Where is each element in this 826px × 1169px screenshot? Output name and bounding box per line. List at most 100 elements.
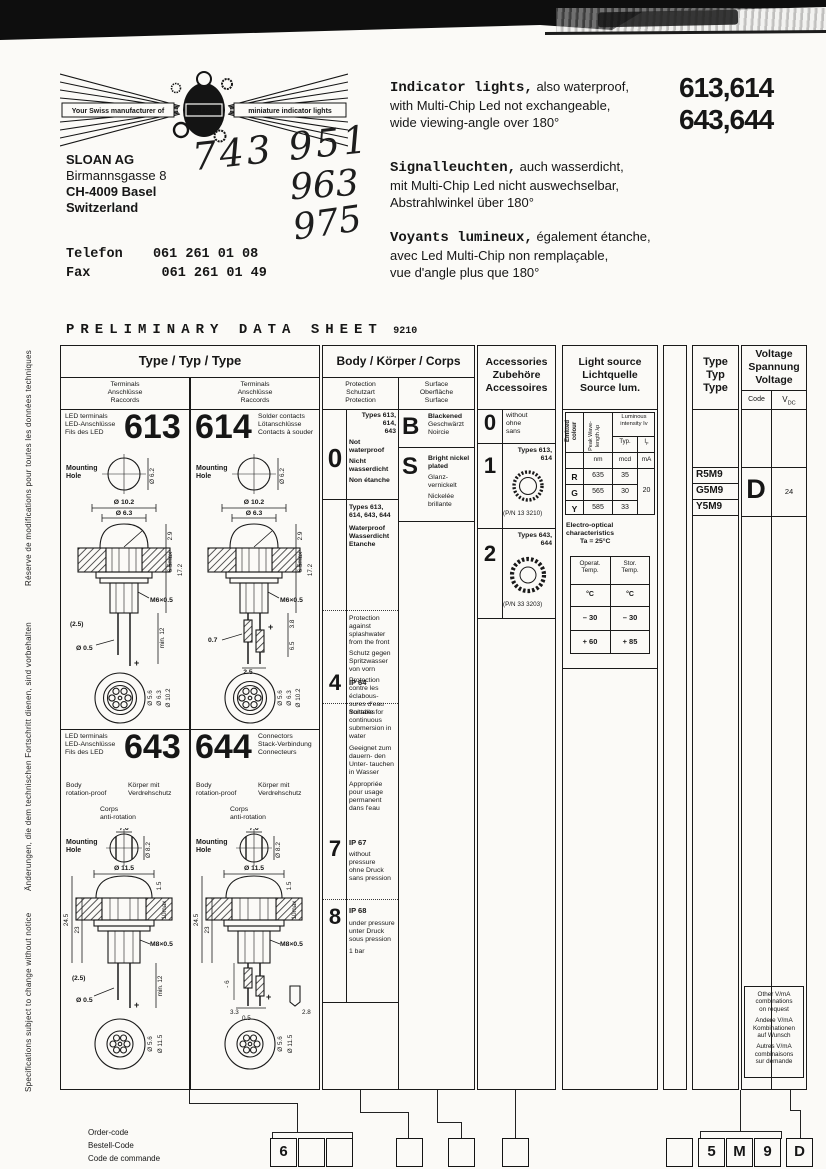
scan-artifact-smudge: [597, 9, 739, 28]
terminals-fr: Raccords: [240, 397, 270, 404]
types-line: 643: [384, 428, 396, 435]
protection-0-fr: Non étanche: [349, 477, 390, 484]
divider-line: [570, 630, 650, 632]
drawing-613: Mounting Hole Ø 6.2 Ø 10.2 Ø 6.3 2.9 6.5…: [66, 454, 184, 724]
dim-label: Ø 11.5: [157, 1034, 164, 1053]
row-colour-g: G: [571, 488, 578, 498]
intro-fr-lead: Voyants lumineux,: [390, 230, 533, 246]
body-note-644-de: Körper mit Verdrehschutz: [258, 782, 318, 798]
divider-line: [562, 668, 658, 670]
divider-line: [502, 409, 504, 618]
ip67-x2: ohne Druck: [349, 867, 384, 874]
dim-label: Ø 0.5: [76, 645, 93, 652]
row-colour-y: Y: [571, 504, 578, 514]
divider-line: [610, 556, 612, 654]
terminals-de: Anschlüsse: [107, 389, 143, 396]
accessory-0-en: without: [506, 412, 528, 419]
dim-label: 6.5max: [297, 551, 304, 573]
dim-label: min. 12: [157, 975, 164, 996]
types-line: 644: [540, 540, 552, 547]
order-box-10: 9: [754, 1138, 781, 1167]
dim-label: (2.5): [72, 975, 85, 982]
connector-line: [352, 1132, 354, 1139]
voltage-value-24: 24: [784, 487, 794, 496]
divider-line: [565, 468, 655, 470]
voltage-vdc-header: VDC: [771, 390, 807, 410]
drawing-614: Mounting Hole Ø 6.2 Ø 10.2 Ø 6.3 2.9 6.5…: [196, 454, 314, 724]
number-614: 614: [195, 408, 252, 446]
side-note-fr: Réserve de modifications pour toutes les…: [24, 349, 33, 586]
intro-en-line2: with Multi-Chip Led not exchangeable,: [390, 98, 611, 113]
divider-line: [323, 703, 398, 704]
electro-c1b: Temp.: [581, 567, 599, 575]
surface-de: Oberfläche: [419, 389, 454, 396]
label-614: Solder contacts Lötanschlüsse Contacts à…: [258, 413, 320, 437]
divider-line: [477, 618, 556, 620]
terminals-de: Anschlüsse: [237, 389, 273, 396]
connector-line: [800, 1110, 802, 1139]
other-line: Andere V/mA: [755, 1017, 793, 1025]
dim-label: M8×0.5: [150, 941, 173, 948]
ip64-de: Schutz gegen Spritzwasser von vorn: [349, 650, 391, 673]
contact-block: Telefon 061 261 01 08 Fax 061 261 01 49: [66, 245, 267, 283]
row-nm-g: 565: [592, 488, 604, 495]
number-644: 644: [195, 728, 252, 766]
side-note-en: Specifications subject to change without…: [24, 912, 33, 1092]
sheet-number: 9210: [393, 326, 418, 337]
electro-ta: Ta = 25°C: [580, 538, 611, 545]
electro-col1: Operat. Temp.: [570, 560, 610, 575]
body-note-line: anti-rotation: [230, 814, 266, 821]
light-source-column: [562, 409, 658, 1090]
dim-label: Ø 0.5: [76, 997, 93, 1004]
surface-column: [398, 409, 475, 1090]
waterproof-fr: Etanche: [349, 541, 376, 548]
dim-label: Hole: [66, 473, 81, 480]
surface-b-en: Blackened: [428, 413, 463, 420]
dim-label: Ø 10.2: [114, 499, 135, 506]
dim-label: Ø 8.2: [275, 842, 282, 858]
dim-label: +: [266, 992, 271, 1002]
body-note-line: anti-rotation: [100, 814, 136, 821]
body-note-643-de: Körper mit Verdrehschutz: [128, 782, 188, 798]
intro-en-line3: wide viewing-angle over 180°: [390, 115, 560, 130]
label-614-en: Solder contacts: [258, 413, 305, 420]
divider-line: [323, 899, 398, 900]
waterproof-de: Wasserdicht: [349, 533, 390, 540]
label-614-de: Lötanschlüsse: [258, 421, 302, 428]
row-mcd-y: 33: [621, 504, 629, 511]
order-code-labels: Order-code Bestell-Code Code de commande: [88, 1126, 160, 1165]
label-643-de: LED-Anschlüsse: [65, 741, 116, 748]
luminous-header: Luminous intensity Iv: [613, 414, 655, 428]
connector-line: [272, 1132, 353, 1134]
company-street: Birmannsgasse 8: [66, 168, 167, 183]
dim-label: 24.5: [193, 913, 200, 926]
accessory-0-de: ohne: [506, 420, 522, 427]
accessory-2-types: Types 643, 644: [504, 532, 552, 548]
dim-label: - 6: [224, 980, 231, 988]
body-note-line: Corps: [100, 806, 119, 813]
protection-code-7: 7: [328, 836, 342, 861]
voltage-v: V: [782, 395, 788, 404]
dim-label: Ø 10.2: [244, 499, 265, 506]
scan-artifact-line: [544, 30, 826, 35]
other-line: Autres V/mA: [756, 1043, 792, 1051]
number-643: 643: [124, 728, 181, 766]
light-source-en: Light source: [578, 356, 642, 368]
intro-en-lead: Indicator lights,: [390, 80, 533, 96]
connector-line: [272, 1132, 274, 1139]
label-643-fr: Fils des LED: [65, 749, 104, 756]
dim-label: Ø 11.5: [287, 1034, 294, 1053]
voltage-code-d: D: [746, 474, 766, 504]
row-nm-y: 585: [592, 504, 604, 511]
voltage-dc-sub: DC: [787, 400, 796, 407]
ip67-de: Geeignet zum dauern- den Unter- tauchen …: [349, 745, 394, 776]
col-header-type-group: Type / Typ / Type: [60, 345, 320, 378]
connector-line: [700, 1131, 782, 1133]
dim-label: Ø 5.6: [147, 690, 154, 706]
divider-line: [612, 412, 614, 515]
telefon-label: Telefon: [66, 247, 123, 262]
ip64-en: Protection against splashwater from the …: [349, 615, 390, 646]
dim-label: 7.6: [249, 828, 259, 832]
electro-r1a: – 30: [582, 613, 598, 622]
divider-line: [583, 412, 585, 515]
